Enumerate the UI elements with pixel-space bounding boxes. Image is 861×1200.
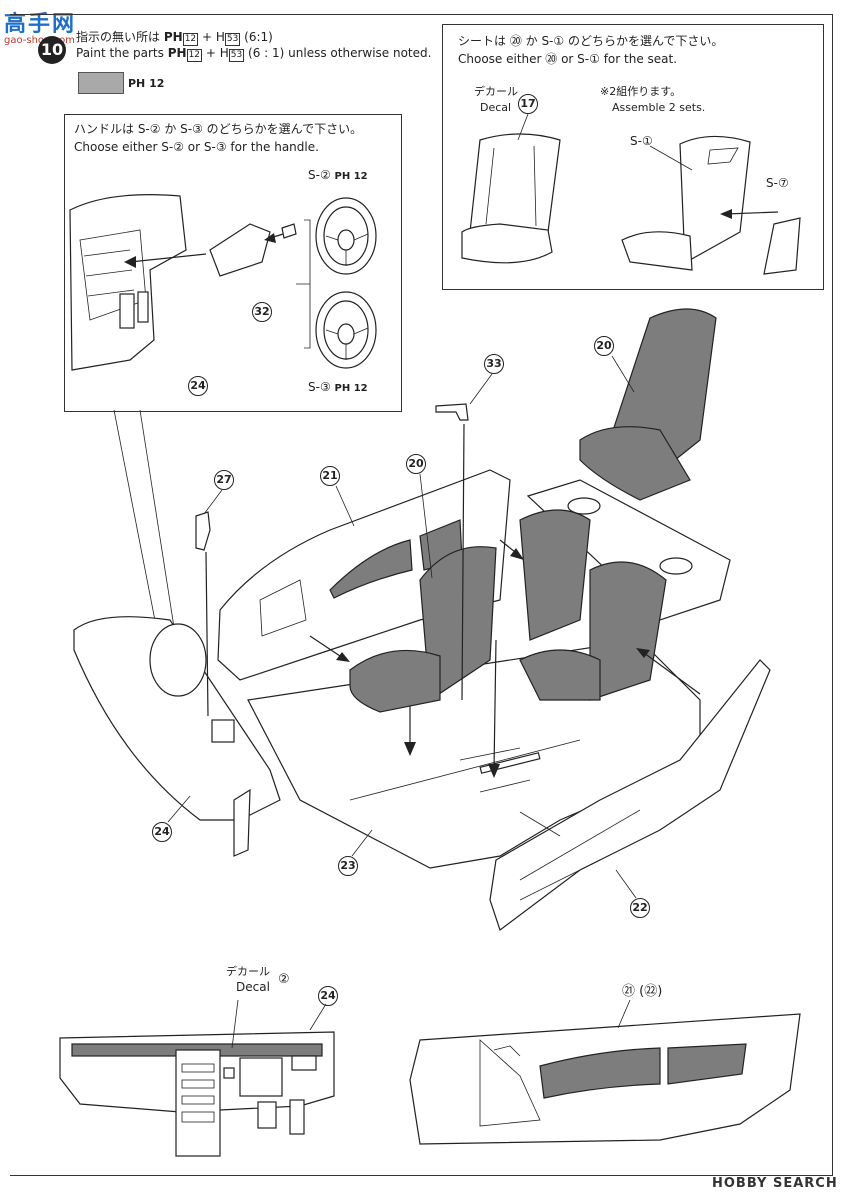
seat-rear-left-drawing	[519, 509, 591, 641]
part-leader-lines	[167, 355, 637, 899]
s2-text: S-②	[308, 168, 331, 182]
footer-brand: HOBBY SEARCH	[712, 1176, 838, 1191]
seat-box-jp: シートは ⑳ か S-① のどちらかを選んで下さい。	[458, 34, 724, 48]
assemble-en: Assemble 2 sets.	[612, 101, 706, 114]
leader-line-1	[113, 409, 159, 637]
seat-s1-drawing	[621, 135, 801, 275]
part-27-label: 27	[214, 470, 234, 490]
watermark-logo: 高手网 gao-shou.com	[4, 6, 76, 46]
seat-rear-right-drawing	[519, 561, 667, 701]
handle-box-jp: ハンドルは S-② か S-③ のどちらかを選んで下さい。	[74, 122, 363, 136]
watermark-bottom: gao-shou.com	[4, 35, 75, 46]
part-21-label: 21	[320, 466, 340, 486]
part-32-label: 32	[252, 302, 272, 322]
handle-choice-box	[64, 114, 402, 412]
header-en-suffix: (6 : 1) unless otherwise noted.	[248, 46, 432, 60]
bottom-decal-jp: デカール	[226, 965, 270, 978]
assembly-arrows	[205, 423, 701, 837]
code2: 53	[224, 33, 241, 46]
paint-code1-en: PH	[167, 46, 187, 60]
s3-paint: PH 12	[334, 383, 368, 394]
assemble-jp: ※2組作ります。	[600, 85, 682, 98]
paint-code2: H	[215, 30, 225, 44]
handle-box-en: Choose either S-② or S-③ for the handle.	[74, 140, 319, 154]
door-panel-detail-drawing	[409, 999, 801, 1145]
s2-label: S-② PH 12	[308, 168, 368, 184]
bottom-decal-en: Decal	[236, 980, 270, 994]
page-border	[10, 14, 833, 1176]
code2-en: 53	[228, 49, 245, 62]
bottom-part-21-22-label: ㉑ (㉒)	[622, 984, 663, 999]
seat-front-drawing	[349, 546, 497, 713]
part-24-box-label: 24	[188, 376, 208, 396]
header-jp-text: 指示の無い所は	[76, 30, 161, 44]
paint-code2-en: H	[219, 46, 229, 60]
header-en-prefix: Paint the parts	[76, 46, 164, 60]
s3-label: S-③ PH 12	[308, 380, 368, 396]
s7-label: S-⑦	[766, 176, 789, 190]
watermark-top: 高手网	[4, 12, 77, 37]
steering-wheel-s2-drawing	[315, 197, 377, 275]
dashboard-detail-drawing	[59, 999, 335, 1157]
s3-text: S-③	[308, 380, 331, 394]
seat-choice-box	[442, 24, 824, 290]
dashboard-24-drawing	[73, 616, 281, 857]
seat-20-decal-drawing	[461, 113, 561, 264]
side-panel-22-drawing	[489, 659, 771, 931]
part-20-top-label: 20	[594, 336, 614, 356]
choice-bracket	[296, 219, 311, 349]
bottom-part-24-label: 24	[318, 986, 338, 1006]
seat-decal-jp: デカール	[474, 85, 518, 98]
dashboard-fragment-drawing	[69, 194, 207, 371]
code1-en: 12	[186, 49, 203, 62]
swatch-label: PH 12	[128, 77, 165, 90]
seat-decal-en: Decal	[480, 101, 512, 114]
part-20-mid-label: 20	[406, 454, 426, 474]
part-33-label: 33	[484, 354, 504, 374]
code1: 12	[182, 33, 199, 46]
bottom-decal-num: ②	[278, 972, 290, 987]
part-27-drawing	[195, 511, 211, 551]
step-badge: 10	[38, 36, 66, 64]
part-22-label: 22	[630, 898, 650, 918]
part-23-label: 23	[338, 856, 358, 876]
seat-decal-num: 17	[518, 94, 538, 114]
plus: +	[201, 30, 213, 44]
paint-code1: PH	[163, 30, 183, 44]
leader-line-2	[139, 409, 177, 641]
part-24-main-label: 24	[152, 822, 172, 842]
plus-en: +	[205, 46, 216, 60]
step-number: 10	[40, 40, 64, 59]
steering-wheel-s3-drawing	[315, 291, 377, 369]
s2-paint: PH 12	[334, 171, 368, 182]
seat-box-en: Choose either ⑳ or S-① for the seat.	[458, 52, 678, 66]
seat-20-top-drawing	[579, 308, 717, 501]
s1-label: S-①	[630, 134, 653, 148]
footer-brand-text: HOBBY SEARCH	[712, 1176, 838, 1191]
ratio: (6:1)	[244, 30, 273, 44]
steering-column-32-drawing	[209, 223, 297, 277]
color-swatch	[78, 72, 124, 94]
part-33-drawing	[435, 403, 469, 421]
